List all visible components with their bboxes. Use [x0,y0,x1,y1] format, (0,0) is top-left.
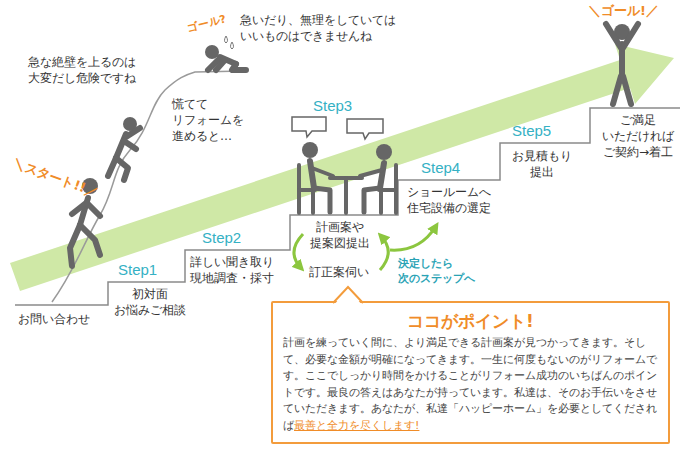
decision-note: 決定したら 次のステップへ [398,257,482,287]
step-caption: 計画案や 提案図提出 [306,219,374,251]
comment-text: 急いだり、無理をしていては いいものはできませんね [240,12,404,44]
start-tag: ＼スタート!!／ [10,154,100,201]
exhausted-figure [205,45,246,70]
progress-arrow [10,44,674,291]
staircase-line [15,108,680,305]
step-number: Step3 [313,96,352,116]
step-caption: お見積もり 提出 [508,148,576,180]
callout-heading: ココがポイント! [283,310,658,332]
callout-pointer [334,288,362,305]
meeting-scene [299,142,396,213]
callout-pointer [333,287,363,303]
step-number: Step4 [421,158,460,178]
step-caption: 訂正案伺い [309,264,369,280]
false-goal-tag: ゴール? [186,12,228,36]
step-caption: お問い合わせ [18,311,90,327]
step-caption: ご満足 いただければ ご契約→着工 [598,112,678,161]
callout-body: 計画を練っていく間に、より満足できる計画案が見つかってきます。そして、必要な金額… [283,335,658,434]
point-callout: ココがポイント! 計画を練っていく間に、より満足できる計画案が見つかってきます。そ… [271,301,670,444]
goal-figure [606,24,638,104]
step-number: Step2 [202,228,241,248]
step-number: Step5 [512,121,551,141]
body-text: 計画を練っていく間に、より満足できる計画案が見つかってきます。そして、必要な金額… [283,336,657,432]
step-caption: 初対面 お悩みご相談 [110,286,190,318]
step-caption: 詳しい聞き取り 現地調査・採寸 [190,254,282,286]
sweat-drops [225,36,234,49]
goal-tag: ＼ゴール!／ [588,2,659,20]
comment-text: 急な絶壁を上るのは 大変だし危険ですね [28,54,144,86]
step-number: Step1 [118,260,157,280]
emphasis-text: 最善と全力を尽くします! [294,419,419,432]
speech-bubbles [292,117,383,139]
comment-text: 慌てて リフォームを 進めると… [172,96,252,145]
step-caption: ショールームへ 住宅設備の選定 [403,184,495,216]
callout-pointer [333,286,363,305]
climbing-figure [108,117,140,180]
